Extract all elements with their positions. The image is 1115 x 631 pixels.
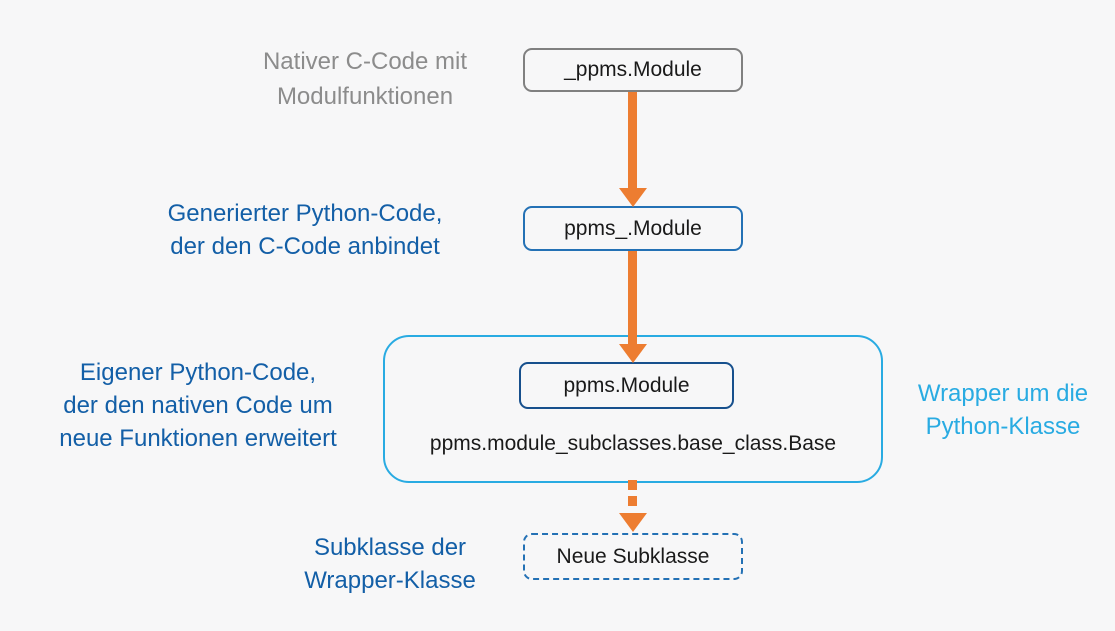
arrow-down-1-head (619, 188, 647, 207)
node-native-module-box: _ppms.Module (523, 48, 743, 92)
arrow-down-3-dashed-shaft (628, 480, 637, 512)
arrow-down-2-shaft (628, 251, 637, 344)
wrapper-base-class-text: ppms.module_subclasses.base_class.Base (429, 432, 837, 455)
label-subclass-of-wrapper: Subklasse der Wrapper-Klasse (304, 534, 476, 594)
label-native-c-code: Nativer C-Code mit Modulfunktionen (262, 48, 468, 110)
node-generated-module-box: ppms_.Module (523, 206, 743, 251)
node-new-subclass-box: Neue Subklasse (523, 533, 743, 580)
arrow-down-3-head (619, 513, 647, 532)
node-wrapper-module-box: ppms.Module (519, 362, 734, 409)
arrow-down-2-head (619, 344, 647, 363)
label-generated-python-code: Generierter Python-Code, der den C-Code … (167, 200, 443, 260)
arrow-down-1-shaft (628, 92, 637, 188)
label-wrapper-python-class: Wrapper um die Python-Klasse (917, 380, 1089, 440)
label-own-python-code: Eigener Python-Code, der den nativen Cod… (59, 359, 337, 452)
